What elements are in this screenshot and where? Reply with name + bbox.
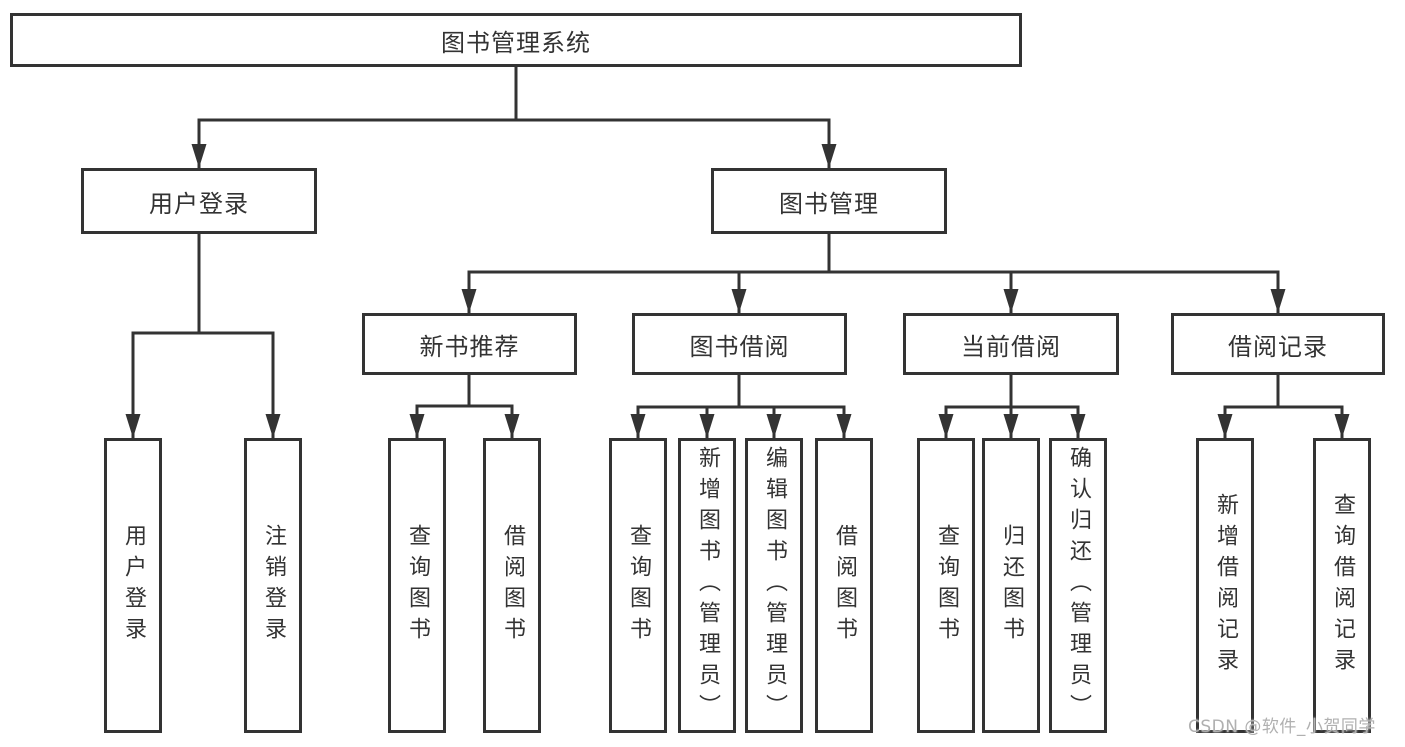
node-label: 确认归还（管理员） xyxy=(1066,446,1091,725)
node-label: 用户登录 xyxy=(149,189,249,218)
leaf-add-book-admin: 新增图书（管理员） xyxy=(678,438,736,733)
node-label: 编辑图书（管理员） xyxy=(762,446,787,725)
node-label: 新书推荐 xyxy=(419,332,520,361)
node-label: 查询借阅记录 xyxy=(1330,492,1355,679)
node-label: 借阅记录 xyxy=(1228,332,1328,361)
node-new-book-recommend: 新书推荐 xyxy=(362,313,577,375)
node-current-borrow: 当前借阅 xyxy=(903,313,1119,375)
node-user-login: 用户登录 xyxy=(81,168,317,234)
node-label: 借阅图书 xyxy=(832,523,857,648)
node-label: 新增借阅记录 xyxy=(1213,492,1238,679)
node-label: 注销登录 xyxy=(261,523,286,648)
node-label: 图书借阅 xyxy=(689,332,790,361)
node-book-borrow: 图书借阅 xyxy=(632,313,847,375)
leaf-borrow-books: 借阅图书 xyxy=(815,438,873,733)
node-borrow-records: 借阅记录 xyxy=(1171,313,1385,375)
leaf-logout: 注销登录 xyxy=(244,438,302,733)
node-label: 归还图书 xyxy=(999,523,1024,648)
leaf-query-books-current: 查询图书 xyxy=(917,438,975,733)
leaf-add-borrow-record: 新增借阅记录 xyxy=(1196,438,1254,733)
leaf-edit-book-admin: 编辑图书（管理员） xyxy=(745,438,803,733)
leaf-borrow-books-recommend: 借阅图书 xyxy=(483,438,541,733)
node-label: 当前借阅 xyxy=(961,332,1061,361)
node-label: 查询图书 xyxy=(405,523,430,648)
node-label: 查询图书 xyxy=(626,523,651,648)
leaf-return-book: 归还图书 xyxy=(982,438,1040,733)
node-label: 图书管理 xyxy=(779,189,879,218)
leaf-query-books-recommend: 查询图书 xyxy=(388,438,446,733)
node-label: 借阅图书 xyxy=(500,523,525,648)
csdn-watermark: CSDN @软件_小贺同学 xyxy=(1188,717,1376,737)
node-library-management-system: 图书管理系统 xyxy=(10,13,1022,67)
node-label: 用户登录 xyxy=(121,523,146,648)
node-book-management: 图书管理 xyxy=(711,168,947,234)
leaf-user-login: 用户登录 xyxy=(104,438,162,733)
node-label: 查询图书 xyxy=(934,523,959,648)
node-label: 新增图书（管理员） xyxy=(695,446,720,725)
leaf-query-borrow-record: 查询借阅记录 xyxy=(1313,438,1371,733)
leaf-query-books-borrow: 查询图书 xyxy=(609,438,667,733)
node-label: 图书管理系统 xyxy=(441,28,591,57)
leaf-confirm-return-admin: 确认归还（管理员） xyxy=(1049,438,1107,733)
